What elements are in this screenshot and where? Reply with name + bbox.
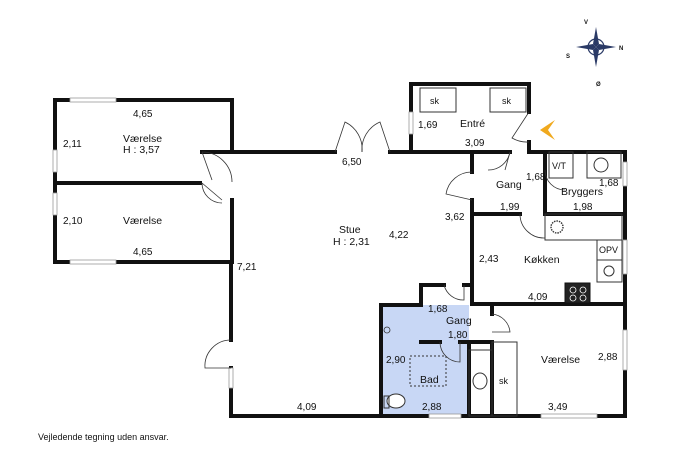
left-wing-walls bbox=[53, 98, 234, 264]
room-koekken-dim-a: 2,43 bbox=[479, 254, 499, 265]
room-entre-name: Entré bbox=[460, 118, 485, 130]
drain-icon bbox=[383, 326, 391, 334]
compass-icon: V S N Ø bbox=[566, 20, 623, 88]
room-entre-dim-a: 1,69 bbox=[418, 120, 438, 131]
room-vaerelse-mid-dim-width: 4,65 bbox=[133, 247, 153, 258]
doors bbox=[201, 111, 566, 369]
room-gang-mid-dim-a: 1,68 bbox=[428, 304, 448, 315]
bryggers-vt-label: V/T bbox=[552, 161, 567, 171]
toilet-icon bbox=[386, 393, 406, 409]
windows bbox=[52, 97, 628, 419]
washbasin-icon bbox=[472, 372, 488, 390]
room-bryggers-dim-a: 1,68 bbox=[599, 178, 619, 189]
room-vaerelse-right-name: Værelse bbox=[541, 354, 580, 366]
stove-icon bbox=[550, 220, 564, 234]
entrance-arrow-icon bbox=[540, 120, 555, 140]
room-stue-dim-b: 4,22 bbox=[389, 230, 409, 241]
room-entre-dim-b: 3,09 bbox=[465, 138, 485, 149]
room-bryggers-dim-b: 1,98 bbox=[573, 202, 593, 213]
room-bryggers-name: Bryggers bbox=[561, 186, 603, 198]
room-gang-top-dim-a: 1,68 bbox=[526, 172, 546, 183]
compass-north: N bbox=[619, 46, 623, 52]
compass-east: Ø bbox=[596, 82, 601, 88]
washing-machine-icon bbox=[593, 157, 609, 173]
room-gang-top-name: Gang bbox=[496, 179, 522, 191]
vaerelse-right-closet: sk bbox=[499, 376, 509, 386]
disclaimer-text: Vejledende tegning uden ansvar. bbox=[38, 432, 169, 442]
room-bad-dim-a: 2,90 bbox=[386, 355, 406, 366]
compass-west: V bbox=[584, 20, 588, 26]
room-bad-dim-b: 2,88 bbox=[422, 402, 442, 413]
room-stue-dim-e: 3,62 bbox=[445, 212, 465, 223]
fixtures bbox=[383, 151, 623, 417]
room-koekken-name: Køkken bbox=[524, 254, 560, 266]
room-gang-mid-name: Gang bbox=[446, 315, 472, 327]
room-vaerelse-mid-dim-depth: 2,10 bbox=[63, 216, 83, 227]
room-stue-name: Stue bbox=[339, 224, 361, 236]
room-vaerelse-right-dim-b: 3,49 bbox=[548, 402, 568, 413]
room-vaerelse-top-height: H : 3,57 bbox=[123, 144, 160, 156]
room-vaerelse-top-dim-depth: 2,11 bbox=[63, 139, 82, 150]
room-koekken-dim-b: 4,09 bbox=[528, 292, 548, 303]
room-gang-top-dim-b: 1,99 bbox=[500, 202, 520, 213]
room-vaerelse-right-dim-a: 2,88 bbox=[598, 352, 618, 363]
room-stue-dim-a: 6,50 bbox=[342, 157, 362, 168]
room-vaerelse-mid-name: Værelse bbox=[123, 215, 162, 227]
compass-south: S bbox=[566, 54, 570, 60]
cooktop-icon bbox=[564, 282, 591, 304]
entre-closet-1: sk bbox=[430, 96, 440, 106]
room-bad-name: Bad bbox=[420, 374, 439, 386]
sink-icon bbox=[603, 265, 615, 277]
room-gang-mid-dim-b: 1,80 bbox=[448, 330, 468, 341]
room-stue-dim-d: 4,09 bbox=[297, 402, 317, 413]
room-stue-dim-c: 7,21 bbox=[237, 262, 257, 273]
room-vaerelse-top-dim-width: 4,65 bbox=[133, 109, 153, 120]
entre-closet-2: sk bbox=[502, 96, 512, 106]
koekken-opv-label: OPV bbox=[599, 245, 618, 255]
room-stue-height: H : 2,31 bbox=[333, 236, 370, 248]
room-vaerelse-top-name: Værelse bbox=[123, 133, 162, 145]
